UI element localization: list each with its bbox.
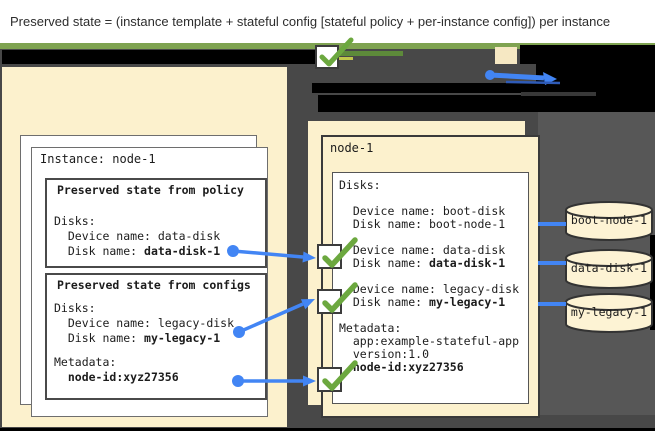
legend-yellow-dash	[333, 57, 353, 60]
check-box-node-id	[317, 360, 358, 392]
redaction-text-row-2	[318, 95, 655, 112]
configs-state-box	[45, 273, 267, 400]
redaction-blob-legend	[520, 45, 538, 64]
configs-state-lines: Disks: Device name: legacy-disk Disk nam…	[54, 301, 235, 384]
legend-checkbox	[315, 37, 354, 69]
green-checkmark-icon	[322, 360, 358, 391]
green-checkmark-icon	[319, 37, 354, 67]
policy-state-lines: Disks: Device name: data-disk Disk name:…	[54, 214, 221, 258]
green-checkmark-icon	[322, 282, 358, 313]
redaction-text-row-1	[312, 83, 542, 93]
disk-cylinder-boot: boot-node-1	[563, 198, 655, 244]
redaction-bar-top-left	[2, 50, 316, 64]
disk-label: my-legacy-1	[570, 305, 648, 319]
instance-title: Instance: node-1	[40, 152, 156, 166]
bottom-black-strip	[0, 428, 655, 431]
policy-state-title: Preserved state from policy	[57, 183, 244, 197]
legend-olive-arrow	[333, 51, 403, 56]
check-box-legacy-disk	[317, 282, 358, 314]
disk-cylinder-legacy: my-legacy-1	[563, 290, 655, 336]
legend-cream-swatch	[495, 47, 517, 64]
vm-detail-box	[332, 172, 529, 404]
right-edge-black-sliver	[650, 235, 655, 330]
disk-icon	[565, 249, 653, 289]
disk-icon	[565, 293, 653, 333]
banner-title: Preserved state = (instance template + s…	[10, 14, 611, 29]
redaction-thin-line	[521, 92, 596, 96]
policy-state-box	[45, 178, 267, 268]
disk-label: boot-node-1	[570, 213, 648, 227]
check-box-data-disk	[317, 237, 358, 269]
disk-cylinder-data: data-disk-1	[563, 246, 655, 292]
configs-state-title: Preserved state from configs	[57, 278, 251, 292]
green-checkmark-icon	[322, 237, 358, 268]
disk-icon	[565, 201, 653, 241]
banner: Preserved state = (instance template + s…	[0, 0, 655, 43]
node1-title: node-1	[330, 141, 374, 155]
disk-label: data-disk-1	[570, 261, 648, 275]
vm-detail-lines: Disks: Device name: boot-disk Disk name:…	[339, 178, 520, 374]
